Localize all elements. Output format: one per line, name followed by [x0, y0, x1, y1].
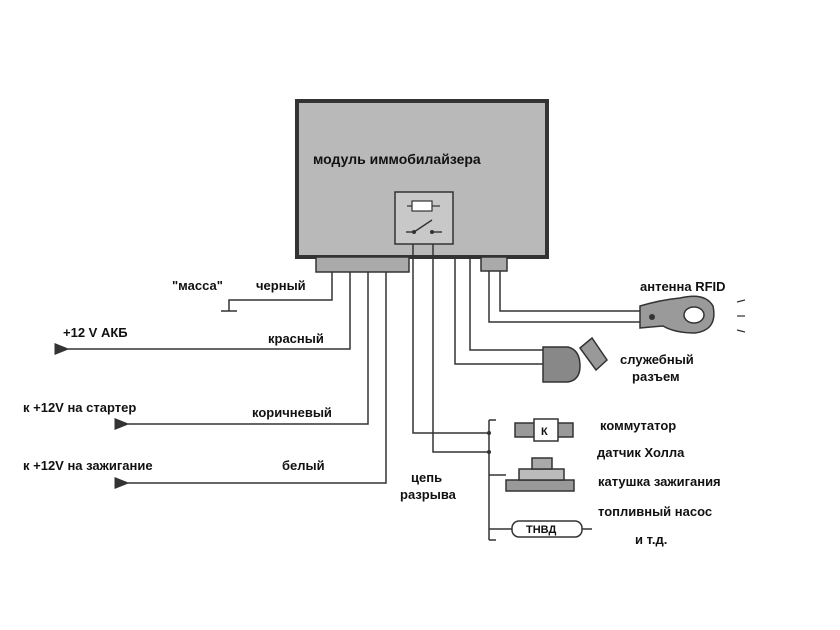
- commutator-icon: К: [514, 418, 574, 442]
- break-circuit-label-2: разрыва: [400, 487, 457, 502]
- break-circuit-label-1: цепь: [411, 470, 442, 485]
- ground-label: "масса": [172, 278, 223, 293]
- signal-waves-icon: [736, 299, 746, 333]
- service-wire-1: [454, 257, 543, 365]
- break-circuit-wire-1: [412, 244, 489, 434]
- battery-label: +12 V АКБ: [63, 325, 128, 340]
- starter-wire: [114, 272, 369, 430]
- ignition-color-label: белый: [282, 458, 325, 473]
- fuel-pump-label: топливный насос: [598, 504, 712, 519]
- antenna-rfid-icon: [639, 295, 715, 334]
- ground-wire: [228, 272, 333, 311]
- ignition-wire: [114, 272, 387, 489]
- antenna-connector: [480, 256, 508, 272]
- starter-label: к +12V на стартер: [23, 400, 136, 415]
- svg-text:К: К: [541, 426, 548, 438]
- service-connector-label-1: служебный: [620, 352, 694, 367]
- etc-label: и т.д.: [635, 532, 667, 547]
- module-title: модуль иммобилайзера: [313, 151, 481, 167]
- break-circuit-wire-2: [432, 244, 489, 453]
- ignition-coil-icon: [505, 457, 575, 492]
- service-connector-label-2: разъем: [632, 369, 680, 384]
- relay-icon: [394, 191, 454, 245]
- wire-connector: [315, 256, 410, 273]
- fuel-pump-icon: ТНВД: [511, 520, 592, 538]
- antenna-label: антенна RFID: [640, 279, 726, 294]
- service-wire-2: [469, 257, 543, 351]
- battery-color-label: красный: [268, 331, 324, 346]
- hall-sensor-label: датчик Холла: [597, 445, 685, 460]
- antenna-wire-1: [488, 271, 640, 323]
- starter-color-label: коричневый: [252, 405, 332, 420]
- battery-wire: [54, 272, 351, 355]
- commutator-label: коммутатор: [600, 418, 676, 433]
- svg-text:ТНВД: ТНВД: [526, 524, 556, 536]
- ignition-coil-label: катушка зажигания: [598, 474, 721, 489]
- antenna-wire-2: [499, 271, 640, 312]
- ground-color-label: черный: [256, 278, 306, 293]
- service-connector-icon: [542, 336, 608, 383]
- ignition-label: к +12V на зажигание: [23, 458, 153, 473]
